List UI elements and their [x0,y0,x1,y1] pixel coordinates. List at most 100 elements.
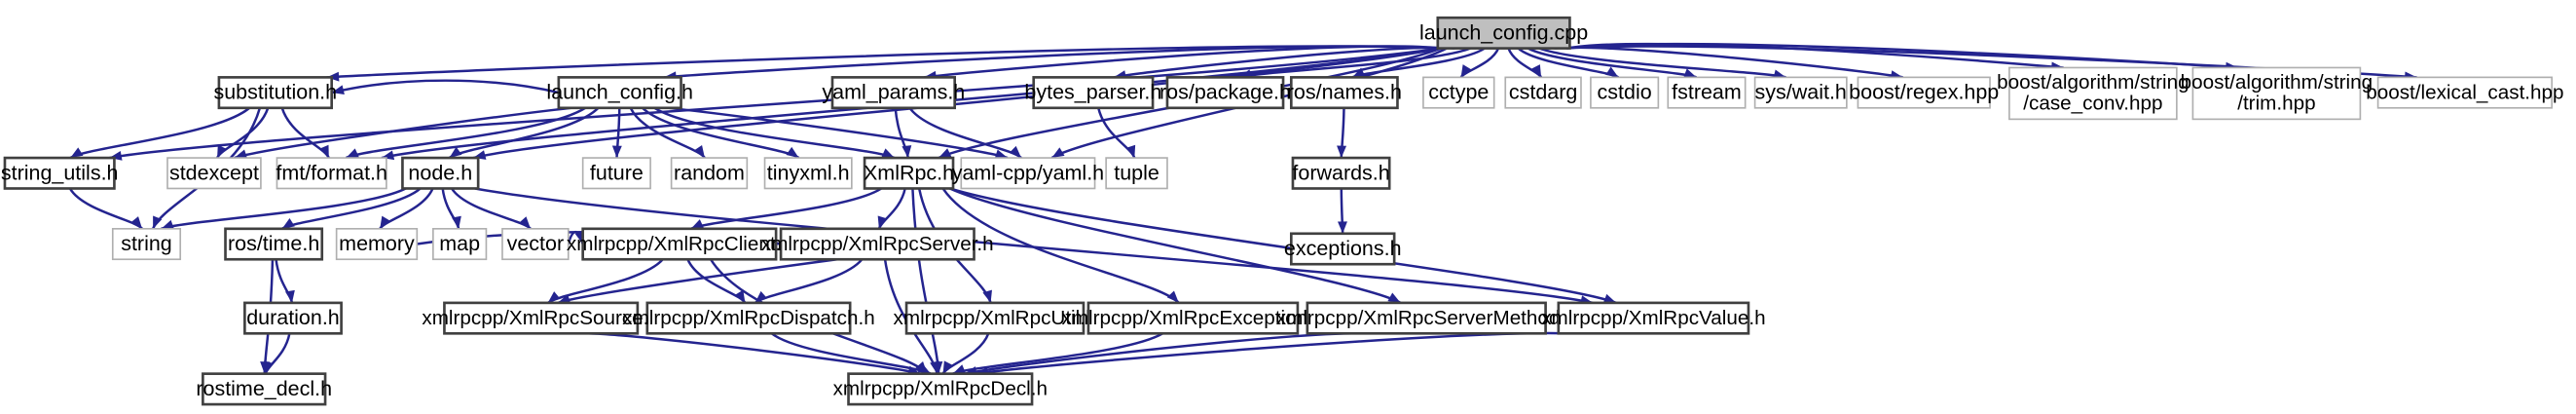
node-box[interactable] [202,372,327,406]
graph-node-exceptions-h[interactable]: exceptions.h [1284,232,1402,266]
node-box[interactable] [763,157,853,190]
node-box[interactable] [2376,76,2554,109]
graph-node-map[interactable]: map [432,227,488,261]
graph-node-cstdio[interactable]: cstdio [1590,76,1660,109]
node-box[interactable] [1086,301,1300,335]
node-box[interactable] [1504,76,1582,109]
node-box[interactable] [401,156,480,190]
node-box[interactable] [217,76,333,110]
node-box[interactable] [1857,76,1991,109]
graph-node-cctype[interactable]: cctype [1422,76,1495,109]
node-box[interactable] [557,76,682,110]
graph-node-launch-config-h[interactable]: launch_config.h [546,76,693,110]
node-label: xmlrpcpp/XmlRpcServer.h [761,233,994,255]
node-label: tinyxml.h [767,161,850,184]
graph-node-ros-names-h[interactable]: ros/names.h [1287,76,1402,110]
graph-node-tuple[interactable]: tuple [1105,157,1168,190]
node-box[interactable] [1289,232,1396,266]
graph-node-future[interactable]: future [581,157,651,190]
graph-node-xmlrpcpp-xmlrpcexception-h[interactable]: xmlrpcpp/XmlRpcException.h [1062,301,1325,335]
node-box[interactable] [2008,66,2178,121]
node-box[interactable] [1105,157,1168,190]
graph-node-boost-algorithm-string-trim-hpp[interactable]: boost/algorithm/string/trim.hpp [2181,66,2373,121]
graph-node-substitution-h[interactable]: substitution.h [213,76,337,110]
node-box[interactable] [111,227,182,261]
node-box[interactable] [645,301,852,335]
node-box[interactable] [830,76,956,110]
node-box[interactable] [960,157,1096,190]
graph-node-boost-regex-hpp[interactable]: boost/regex.hpp [1849,76,1999,109]
node-box[interactable] [1289,76,1399,110]
node-box[interactable] [166,157,262,190]
graph-edge [331,79,560,94]
node-box[interactable] [863,156,955,190]
graph-node-tinyxml-h[interactable]: tinyxml.h [763,157,853,190]
node-box[interactable] [501,227,570,261]
graph-node-vector[interactable]: vector [501,227,570,261]
node-box[interactable] [3,156,116,190]
edge-arrowhead [557,294,571,304]
node-box[interactable] [904,301,1086,335]
graph-edge [653,106,896,160]
node-box[interactable] [1422,76,1495,109]
edge-arrowhead [153,215,163,229]
graph-node-yaml-cpp-yaml-h[interactable]: yaml-cpp/yaml.h [952,157,1104,190]
node-box[interactable] [1165,76,1285,110]
graph-node-boost-algorithm-string-case-conv-hpp[interactable]: boost/algorithm/string/case_conv.hpp [1997,66,2190,121]
node-box[interactable] [581,157,651,190]
graph-node-xmlrpcpp-xmlrpcclient-h[interactable]: xmlrpcpp/XmlRpcClient.h [567,227,792,261]
node-box[interactable] [443,301,640,335]
node-box[interactable] [1291,156,1391,190]
graph-node-xmlrpcpp-xmlrpcutil-h[interactable]: xmlrpcpp/XmlRpcUtil.h [894,301,1097,335]
node-box[interactable] [670,157,749,190]
graph-node-string-utils-h[interactable]: string_utils.h [1,156,119,190]
graph-node-rostime-decl-h[interactable]: rostime_decl.h [196,372,332,406]
node-label: tuple [1114,161,1159,184]
graph-node-sys-wait-h[interactable]: sys/wait.h [1753,76,1848,109]
graph-node-stdexcept[interactable]: stdexcept [166,157,262,190]
graph-node-string[interactable]: string [111,227,182,261]
node-box[interactable] [335,227,419,261]
edge-arrowhead [942,360,953,374]
graph-node-xmlrpcpp-xmlrpcvalue-h[interactable]: xmlrpcpp/XmlRpcValue.h [1541,301,1766,335]
node-box[interactable] [1032,76,1155,110]
node-box[interactable] [432,227,488,261]
node-box[interactable] [243,301,343,335]
graph-node-xmlrpc-h[interactable]: XmlRpc.h [863,156,955,190]
graph-node-launch-config-cpp[interactable]: launch_config.cpp [1419,16,1588,50]
node-box[interactable] [779,227,975,261]
graph-node-forwards-h[interactable]: forwards.h [1291,156,1391,190]
node-label: boost/algorithm/string/case_conv.hpp [1997,71,2189,114]
node-box[interactable] [581,227,778,261]
graph-node-random[interactable]: random [670,157,749,190]
node-box[interactable] [224,227,324,261]
graph-node-xmlrpcpp-xmlrpcdispatch-h[interactable]: xmlrpcpp/XmlRpcDispatch.h [622,301,875,335]
node-box[interactable] [847,372,1034,406]
graph-node-memory[interactable]: memory [335,227,419,261]
graph-node-duration-h[interactable]: duration.h [243,301,343,335]
node-box[interactable] [1667,76,1747,109]
graph-node-fstream[interactable]: fstream [1667,76,1747,109]
graph-edge [975,331,1568,375]
graph-node-boost-lexical-cast-hpp[interactable]: boost/lexical_cast.hpp [2366,76,2564,109]
graph-node-ros-time-h[interactable]: ros/time.h [224,227,324,261]
node-box[interactable] [1306,301,1547,335]
graph-node-bytes-parser-h[interactable]: bytes_parser.h [1024,76,1161,110]
graph-node-xmlrpcpp-xmlrpcserver-h[interactable]: xmlrpcpp/XmlRpcServer.h [761,227,994,261]
node-box[interactable] [1753,76,1848,109]
node-box[interactable] [2191,66,2362,121]
node-box[interactable] [1557,301,1750,335]
graph-node-ros-package-h[interactable]: ros/package.h [1159,76,1291,110]
graph-node-cstdarg[interactable]: cstdarg [1504,76,1582,109]
graph-node-xmlrpcpp-xmlrpcsource-h[interactable]: xmlrpcpp/XmlRpcSource.h [422,301,660,335]
graph-node-yaml-params-h[interactable]: yaml_params.h [822,76,965,110]
node-box[interactable] [276,157,387,190]
node-box[interactable] [1590,76,1660,109]
graph-node-xmlrpcpp-xmlrpcdecl-h[interactable]: xmlrpcpp/XmlRpcDecl.h [833,372,1048,406]
edge-arrowhead [754,290,768,303]
graph-node-fmt-format-h[interactable]: fmt/format.h [276,157,387,190]
graph-node-node-h[interactable]: node.h [401,156,480,190]
node-box[interactable] [1436,16,1571,50]
graph-node-xmlrpcpp-xmlrpcservermethod-h[interactable]: xmlrpcpp/XmlRpcServerMethod.h [1276,301,1577,335]
edge-arrowhead [1387,292,1401,303]
